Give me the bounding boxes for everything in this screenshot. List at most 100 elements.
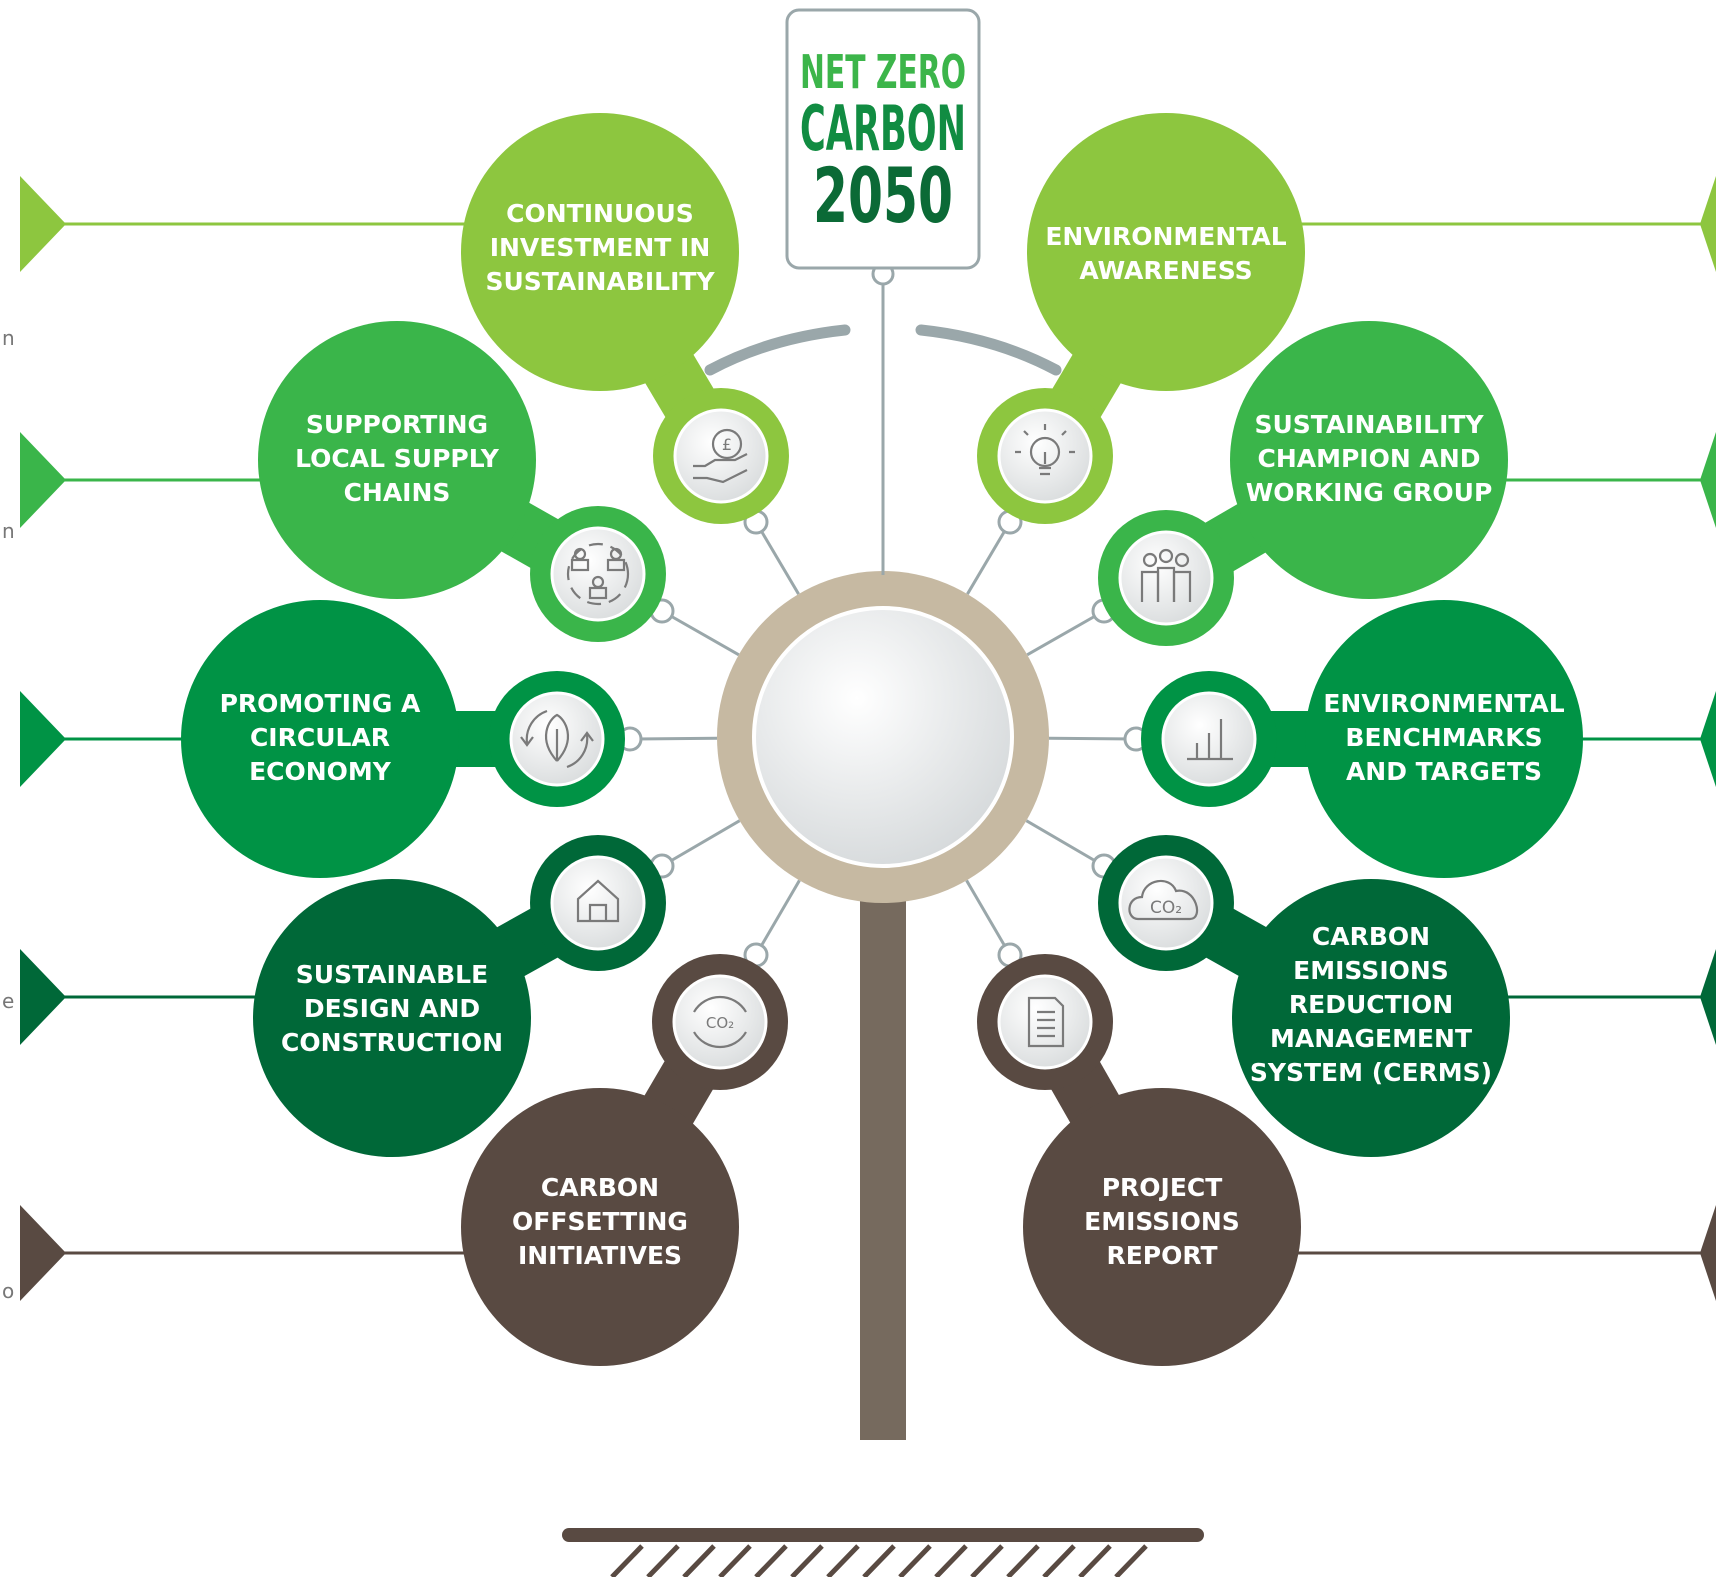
right-arrow-marker [1700,432,1716,528]
ground [562,1528,1204,1577]
ground-hatch-line [1006,1544,1040,1577]
left-arrow-marker [20,432,66,528]
bubble-label-line: WORKING GROUP [1246,478,1493,507]
edge-fragment-4: o [2,1279,14,1303]
hub-spoke [1025,819,1105,868]
bubble-label-line: AND TARGETS [1346,757,1542,786]
bubble-label-line: SYSTEM (CERMS) [1250,1058,1492,1087]
ground-hatch-line [1114,1544,1148,1577]
ground-hatch-line [610,1544,644,1577]
right-arc [915,324,1062,376]
bubble-label-line: PROMOTING A [220,689,421,718]
left-edge-markers [20,176,471,1301]
house-icon-glyph [576,879,620,923]
ground-hatch-line [970,1544,1004,1577]
bubble-label-line: CARBON [1312,922,1430,951]
central-hub [717,571,1049,903]
edge-fragment-1: n [2,326,15,350]
bubble-circle [253,879,531,1157]
hub-spoke [629,736,718,741]
bubble-sustainable-design-construction: SUSTAINABLE DESIGN AND CONSTRUCTION [253,835,666,1157]
bubble-circle [1232,879,1510,1157]
bubble-circle [461,113,739,391]
house-icon [550,855,646,951]
bubble-label-line: ENVIRONMENTAL [1045,222,1286,251]
bubble-supporting-local-supply-chains: SUPPORTING LOCAL SUPPLY CHAINS [258,321,666,642]
bubble-label-line: DESIGN AND [304,994,480,1023]
bubble-circle [181,600,459,878]
bubble-circle [1230,321,1508,599]
svg-text:CO₂: CO₂ [706,1014,734,1032]
ground-hatch-line [790,1544,824,1577]
right-arrow-marker [1700,1205,1716,1301]
hub-spoke [965,879,1012,956]
bubble-label-line: ECONOMY [249,757,392,786]
bubble-environmental-awareness: ENVIRONMENTAL AWARENESS [977,113,1305,524]
left-arc [704,324,851,376]
ground-hatch-line [898,1544,932,1577]
tree-trunk [860,870,906,1440]
ground-hatch-line [718,1544,752,1577]
ground-hatch-line [862,1544,896,1577]
bubble-label-line: CHAINS [344,478,451,507]
bubble-label-line: MANAGEMENT [1270,1024,1472,1053]
bubble-sustainability-champion: SUSTAINABILITY CHAMPION AND WORKING GROUP [1098,321,1508,646]
hub-spoke [661,609,740,657]
hub-spoke [1026,609,1105,657]
right-arrow-marker [1700,176,1716,272]
bubble-label-line: INVESTMENT IN [490,233,711,262]
document-icon-glyph [1027,996,1065,1048]
hand-pound-icon-glyph: £ [693,428,748,484]
bar-chart-icon-glyph [1187,719,1233,761]
co2-cloud-icon [1118,855,1214,951]
net-zero-logo: NET ZERO CARBON 2050 [785,8,981,270]
bubble-label-line: OFFSETTING [512,1207,688,1236]
team-icon-glyph [1140,548,1192,602]
left-arrow-marker [20,949,66,1045]
left-arrow-marker [20,691,66,787]
bubble-label-line: AWARENESS [1079,256,1252,285]
right-edge-markers [1291,176,1716,1301]
bubble-circle [461,1088,739,1366]
co2-cycle-icon-glyph: CO₂ [693,995,747,1049]
logo-line-2: CARBON [800,92,966,165]
document-icon [997,974,1093,1070]
ground-hatch-line [1078,1544,1112,1577]
co2-cycle-icon [672,974,768,1070]
hub-spoke [754,521,800,595]
bubble-label-line: SUSTAINABILITY [485,267,715,296]
bubble-label-line: CARBON [541,1173,659,1202]
bubble-label-line: REDUCTION [1289,990,1453,1019]
bubble-continuous-investment: £ CONTINUOUS INVESTMENT IN SUSTAINABILITY [461,113,789,524]
people-network-icon-glyph [566,542,630,606]
ground-hatch-line [682,1544,716,1577]
bubble-label-line: SUSTAINABLE [296,960,488,989]
edge-fragment-2: n [2,519,15,543]
ground-hatch-line [1042,1544,1076,1577]
bubble-carbon-offsetting-initiatives: CO₂ CARBON OFFSETTING INITIATIVES [461,954,788,1366]
hub-spoke [754,879,801,956]
left-arrow-marker [20,1205,66,1301]
bubble-label-line: SUPPORTING [306,410,488,439]
bubble-label-line: SUSTAINABILITY [1254,410,1484,439]
ground-hatch-line [646,1544,680,1577]
leaf-recycle-icon-glyph [520,709,594,769]
bubble-label-line: CONTINUOUS [506,199,694,228]
bubble-label-line: CHAMPION AND [1257,444,1480,473]
bubble-label-line: BENCHMARKS [1345,723,1542,752]
team-icon [1118,530,1214,626]
svg-text:£: £ [722,435,732,454]
left-arrow-marker [20,176,66,272]
edge-fragment-3: e [2,989,14,1013]
bubble-label-line: LOCAL SUPPLY [295,444,500,473]
bubble-label-line: REPORT [1106,1241,1217,1270]
logo-line-1: NET ZERO [800,45,966,99]
bubble-label-line: ENVIRONMENTAL [1323,689,1564,718]
bubble-label-line: PROJECT [1102,1173,1223,1202]
bubble-label-line: CONSTRUCTION [281,1028,503,1057]
bubble-circle [1305,600,1583,878]
bubble-label-line: INITIATIVES [518,1241,682,1270]
bubble-environmental-benchmarks: ENVIRONMENTAL BENCHMARKS AND TARGETS [1141,600,1583,878]
